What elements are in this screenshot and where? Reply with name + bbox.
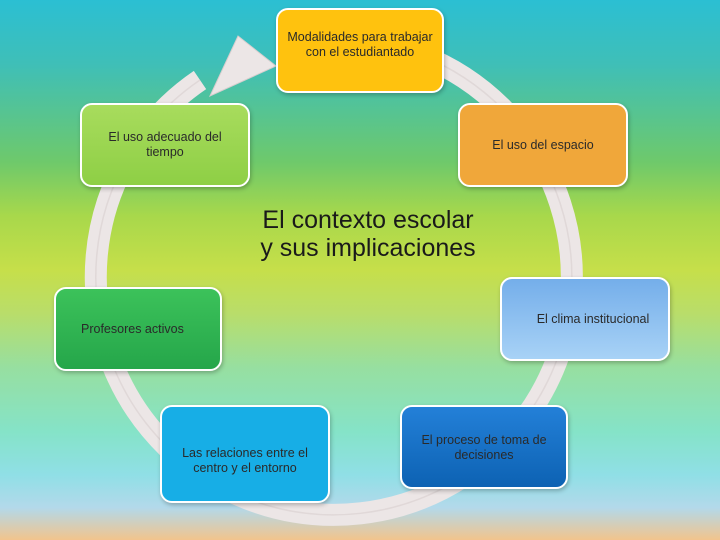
node-clima-label: El clima institucional xyxy=(536,312,650,326)
node-relaciones: Las relaciones entre el centro y el ento… xyxy=(160,405,330,503)
cycle-ring xyxy=(84,35,583,526)
node-profesores: Profesores activos xyxy=(54,287,222,371)
ring-arc-shade xyxy=(95,54,573,516)
node-espacio-label: El uso del espacio xyxy=(492,138,594,152)
node-modalidades-label: Modalidades para trabajar con el estudia… xyxy=(287,30,433,59)
node-relaciones-label: Las relaciones entre el centro y el ento… xyxy=(182,446,308,475)
node-clima: El clima institucional xyxy=(500,277,670,361)
node-tiempo: El uso adecuado del tiempo xyxy=(80,103,250,187)
node-proceso-label: El proceso de toma de decisiones xyxy=(421,433,547,462)
node-profesores-label: Profesores activos xyxy=(81,322,184,336)
node-tiempo-label: El uso adecuado del tiempo xyxy=(108,130,222,159)
center-title: El contexto escolar y sus implicaciones xyxy=(260,206,476,263)
node-espacio: El uso del espacio xyxy=(458,103,628,187)
node-modalidades: Modalidades para trabajar con el estudia… xyxy=(276,8,444,93)
ring-arrowhead xyxy=(208,35,277,98)
node-proceso: El proceso de toma de decisiones xyxy=(400,405,568,489)
